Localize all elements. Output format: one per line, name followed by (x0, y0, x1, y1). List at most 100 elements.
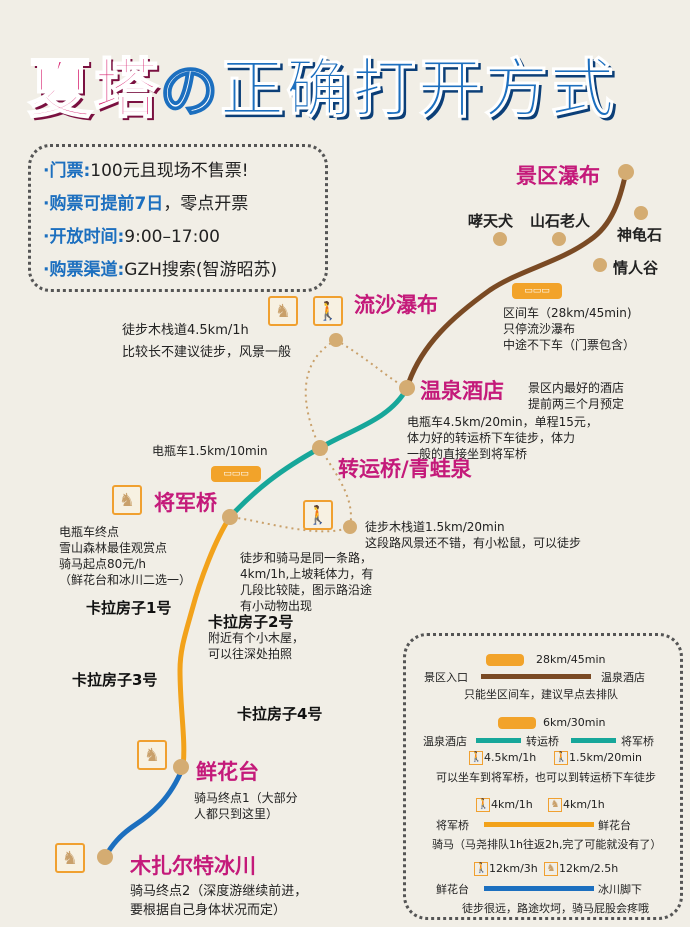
legend-to: 将军桥 (621, 735, 654, 748)
legend-bar-brown (481, 674, 591, 679)
kala2-note: 附近有个小木屋，可以往深处拍照 (208, 631, 305, 661)
legend-distance: 6km/30min (543, 716, 606, 729)
stop-jiangjun: 将军桥 (154, 491, 217, 515)
stop-dot (222, 509, 238, 525)
legend-walk: 🚶4.5km/1h (469, 751, 537, 765)
horse-icon: ♞ (544, 862, 558, 876)
hiking-icon: 🚶 (303, 500, 333, 530)
poi-shanshilaoren: 山石老人 (530, 212, 591, 230)
hiking-icon: 🚶 (476, 798, 490, 812)
stop-xianhua: 鲜花台 (196, 760, 259, 784)
hiking-icon: 🚶 (469, 751, 483, 765)
stop-zhuanyun: 转运桥/青蛙泉 (338, 457, 472, 481)
route-orange (177, 515, 233, 768)
stop-liusha: 流沙瀑布 (354, 293, 438, 317)
legend-walk: 🚶12km/3h (474, 862, 538, 876)
info-value: 100元且现场不售票! (90, 161, 249, 181)
horse-walk-note: 徒步和骑马是同一条路，4km/1h,上坡耗体力，有几段比较陡，图示路沿途有小动物… (240, 551, 374, 613)
info-value: ，零点开票 (163, 194, 249, 214)
poi-qingrengu: 情人谷 (613, 259, 659, 277)
title-part-xiata: 夏塔 (27, 52, 160, 128)
bus-icon: ▭▭▭ (211, 466, 261, 482)
legend-to: 温泉酒店 (601, 671, 645, 684)
stop-dot (173, 759, 189, 775)
hiking-icon: 🚶 (313, 296, 343, 326)
legend-from: 将军桥 (436, 819, 469, 832)
route-legend: 28km/45min 景区入口 温泉酒店 只能坐区间车，建议早点去排队 6km/… (403, 633, 683, 920)
info-advance: ·购票可提前7日，零点开票 (43, 194, 249, 214)
legend-bar-orange (484, 822, 594, 827)
info-key: 门票: (49, 161, 91, 181)
poi-dot (634, 206, 648, 220)
legend-to: 鲜花台 (598, 819, 631, 832)
legend-walk: 🚶4km/1h (476, 798, 533, 812)
ticket-info-box: ·门票:100元且现场不售票! ·购票可提前7日，零点开票 ·开放时间:9:00… (28, 144, 328, 292)
info-key: 购票可提前7日 (49, 194, 164, 214)
legend-from: 鲜花台 (436, 883, 469, 896)
trail-dot (343, 520, 357, 534)
legend-mid: 转运桥 (526, 735, 559, 748)
legend-horse: ♞12km/2.5h (544, 862, 618, 876)
info-ticket: ·门票:100元且现场不售票! (43, 161, 249, 181)
route-brown (404, 171, 629, 389)
horse-icon: ♞ (548, 798, 562, 812)
stop-hotel: 温泉酒店 (420, 379, 504, 403)
stop-dot (97, 849, 113, 865)
poi-dot (593, 258, 607, 272)
horse-icon: ♞ (268, 296, 298, 326)
glacier-note: 骑马终点2（深度游继续前进，要根据自己身体状况而定） (130, 884, 308, 918)
info-value: GZH搜索(智游昭苏) (124, 260, 278, 280)
ebike-note: 电瓶车4.5km/20min，单程15元，体力好的转运桥下车徒步，体力一般的直接… (407, 415, 598, 461)
legend-from: 温泉酒店 (423, 735, 467, 748)
horse-icon: ♞ (55, 843, 85, 873)
poi-dot (552, 232, 566, 246)
kala-house-2: 卡拉房子2号 (208, 613, 294, 631)
legend-bar-teal (571, 738, 616, 743)
route-blue (102, 766, 186, 859)
legend-note: 徒步很远，路途坎坷，骑马屁股会疼哦 (462, 902, 649, 915)
bus-icon (498, 717, 536, 729)
legend-from: 景区入口 (424, 671, 468, 684)
info-channel: ·购票渠道:GZH搜索(智游昭苏) (43, 260, 278, 280)
info-key: 购票渠道: (49, 260, 125, 280)
title-part-way: 正确打开方式 (220, 53, 617, 128)
stop-dot (312, 440, 328, 456)
poi-shenguishi: 神龟石 (617, 226, 663, 244)
legend-bar-blue (484, 886, 594, 891)
horse-icon: ♞ (137, 740, 167, 770)
info-key: 开放时间: (49, 227, 125, 247)
hiking-icon: 🚶 (474, 862, 488, 876)
legend-note: 可以坐车到将军桥，也可以到转运桥下车徒步 (436, 771, 656, 784)
stop-glacier: 木扎尔特冰川 (130, 854, 256, 878)
info-value: 9:00–17:00 (124, 227, 220, 247)
poi-xiaotianquan: 哮天犬 (468, 212, 514, 230)
kala-house-4: 卡拉房子4号 (237, 705, 323, 723)
hotel-note: 景区内最好的酒店提前两三个月预定 (528, 381, 625, 411)
info-hours: ·开放时间:9:00–17:00 (43, 227, 220, 247)
legend-to: 冰川脚下 (598, 883, 642, 896)
poi-dot (493, 232, 507, 246)
title-part-no: の (159, 56, 221, 126)
horse-icon: ♞ (112, 485, 142, 515)
kala-house-1: 卡拉房子1号 (86, 599, 172, 617)
legend-bar-teal (476, 738, 521, 743)
ebike-short-note: 电瓶车1.5km/10min (152, 444, 268, 458)
stop-dot (399, 380, 415, 396)
legend-walk: 🚶1.5km/20min (554, 751, 643, 765)
stop-waterfall: 景区瀑布 (516, 164, 600, 188)
bus-icon: ▭▭▭ (512, 283, 562, 299)
kala-house-3: 卡拉房子3号 (72, 671, 158, 689)
jiangjun-note: 电瓶车终点雪山森林最佳观赏点骑马起点80元/h（鲜花台和冰川二选一） (59, 525, 192, 587)
legend-distance: 28km/45min (536, 653, 606, 666)
legend-horse: ♞4km/1h (548, 798, 605, 812)
stop-dot (618, 164, 634, 180)
stop-dot (329, 333, 343, 347)
hiking-icon: 🚶 (554, 751, 568, 765)
page-title: 夏塔の正确打开方式 (27, 38, 617, 130)
legend-note: 骑马（马尧排队1h往返2h,完了可能就没有了） (432, 838, 662, 851)
xianhua-note: 骑马终点1（大部分人都只到这里） (194, 791, 298, 821)
shuttle-note: 区间车（28km/45min)只停流沙瀑布中途不下车（门票包含） (503, 306, 636, 352)
